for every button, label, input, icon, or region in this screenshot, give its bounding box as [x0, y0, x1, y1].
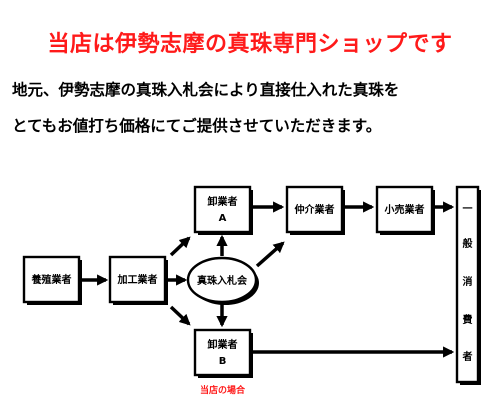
consumer-node: 一 般 消 費 者 [455, 185, 480, 384]
wholesaler-a-node: 卸業者 A [193, 185, 252, 234]
arrow-processor-wholesaler-b [169, 305, 191, 326]
intro-line-2: とてもお値打ち価格にてご提供させていただきます。 [12, 117, 382, 135]
consumer-char: 消 [463, 275, 473, 288]
auction-node: 真珠入札会 [186, 256, 258, 304]
consumer-char: 費 [463, 313, 473, 326]
wholesaler-a-tag: A [219, 213, 227, 224]
producer-node: 養殖業者 [22, 255, 81, 304]
broker-label: 仲介業者 [295, 203, 335, 216]
wholesaler-b-node: 卸業者 B [193, 328, 252, 377]
consumer-char: 一 [463, 204, 473, 215]
wholesaler-b-label: 卸業者 [208, 338, 238, 351]
arrow-processor-wholesaler-a [169, 236, 191, 257]
consumer-char: 者 [462, 350, 473, 363]
producer-label: 養殖業者 [31, 273, 72, 286]
our-case-note: 当店の場合 [200, 384, 246, 396]
wholesaler-a-label: 卸業者 [208, 195, 238, 208]
arrow-auction-broker [255, 241, 285, 268]
retailer-node: 小売業者 [375, 185, 434, 234]
auction-label: 真珠入札会 [197, 274, 247, 287]
retailer-label: 小売業者 [384, 203, 425, 216]
processor-node: 加工業者 [108, 255, 167, 304]
page-title: 当店は伊勢志摩の真珠専門ショップです [47, 32, 453, 57]
intro-line-1: 地元、伊勢志摩の真珠入札会により直接仕入れた真珠を [12, 81, 400, 99]
wholesaler-b-tag: B [219, 356, 227, 367]
consumer-char: 般 [463, 237, 473, 250]
processor-label: 加工業者 [117, 273, 158, 286]
broker-node: 仲介業者 [285, 185, 344, 234]
